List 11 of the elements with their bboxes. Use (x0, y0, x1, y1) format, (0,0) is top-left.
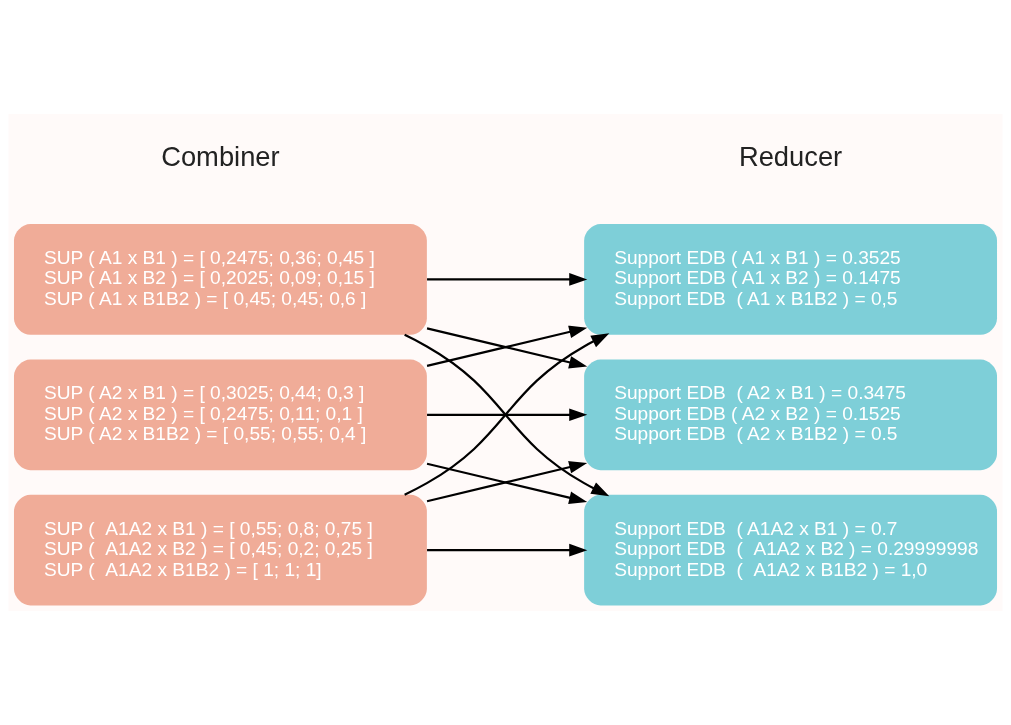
node-box: SUP ( A1 x B1 ) = [ 0,2475; 0,36; 0,45 ] SUP ( A1 x B2 ) = [ 0,2025; 0,09; 0,15 ] SUP ( A1 x B1B2 ) = [ 0,45; 0,45; 0,6 ] (13, 224, 427, 335)
arrow (427, 408, 588, 422)
arrow (427, 543, 588, 557)
node-box: Support EDB ( A2 x B1 ) = 0.3475 Support EDB ( A2 x B2 ) = 0.1525 Support EDB ( A2 x B1B2 ) = 0.5 (584, 359, 998, 471)
node-box: SUP ( A2 x B1 ) = [ 0,3025; 0,44; 0,3 ] SUP ( A2 x B2 ) = [ 0,2475; 0,11; 0,1 ] SUP ( A2 x B1B2 ) = [ 0,55; 0,55; 0,4 ] (13, 359, 427, 471)
label: Combiner (161, 140, 280, 172)
node-box: SUP ( A1A2 x B1 ) = [ 0,55; 0,8; 0,75 ] SUP ( A1A2 x B2 ) = [ 0,45; 0,2; 0,25 ] SUP ( A1A2 x B1B2 ) = [ 1; 1; 1] (13, 494, 427, 606)
node-box: Support EDB ( A1A2 x B1 ) = 0.7 Support EDB ( A1A2 x B2 ) = 0.29999998 Support EDB ( A1A2 x B1B2 ) = 1,0 (584, 494, 998, 606)
node-box: Support EDB ( A1 x B1 ) = 0.3525 Support EDB ( A1 x B2 ) = 0.1475 Support EDB ( A1 x B1B2 ) = 0,5 (584, 224, 998, 335)
label: Reducer (738, 140, 843, 172)
arrow (427, 273, 588, 286)
